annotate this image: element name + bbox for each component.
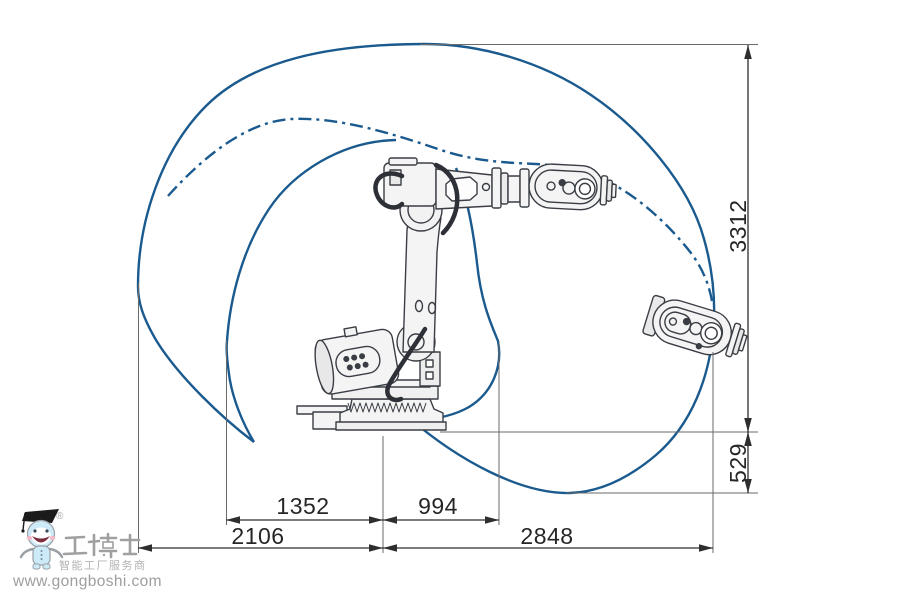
registered-mark: ® <box>56 511 64 522</box>
robot-illustration <box>296 157 748 431</box>
dimension-label-2106: 2106 <box>231 523 284 549</box>
watermark: ® 智能工厂服务商 www.gongboshi.com <box>12 509 162 590</box>
dimension-row-inner: 1352 994 <box>226 493 499 524</box>
dimension-label-2848: 2848 <box>520 523 573 549</box>
inner-envelope-arc-left <box>225 138 397 443</box>
turntable-gear-teeth <box>347 402 427 413</box>
dimension-below-base: 529 <box>725 432 752 493</box>
robot-wrist-pose-2 <box>642 294 748 358</box>
dimension-label-1352: 1352 <box>276 493 329 519</box>
brand-name-strokes <box>62 532 141 559</box>
dimension-layer: 3312 529 1352 994 2106 2848 <box>138 44 758 553</box>
wrist-center-path-dashdot-arc <box>167 117 714 302</box>
brand-tagline: 智能工厂服务商 <box>59 558 147 572</box>
dimension-label-994: 994 <box>418 493 458 519</box>
inner-envelope-arc-right <box>418 167 501 422</box>
robot-base <box>296 351 447 431</box>
robot-wrist-pose-1 <box>528 163 617 211</box>
dimension-row-outer: 2106 2848 <box>138 523 713 552</box>
robot-upper-arm <box>383 157 530 232</box>
robot-cable-dresspack <box>373 162 460 403</box>
mascot-icon <box>19 509 64 570</box>
brand-website: www.gongboshi.com <box>12 573 162 590</box>
robot-counterweight <box>314 326 400 395</box>
dimension-label-3312: 3312 <box>725 199 751 252</box>
dimension-label-529: 529 <box>725 443 751 483</box>
dimension-total-height: 3312 <box>725 45 752 432</box>
